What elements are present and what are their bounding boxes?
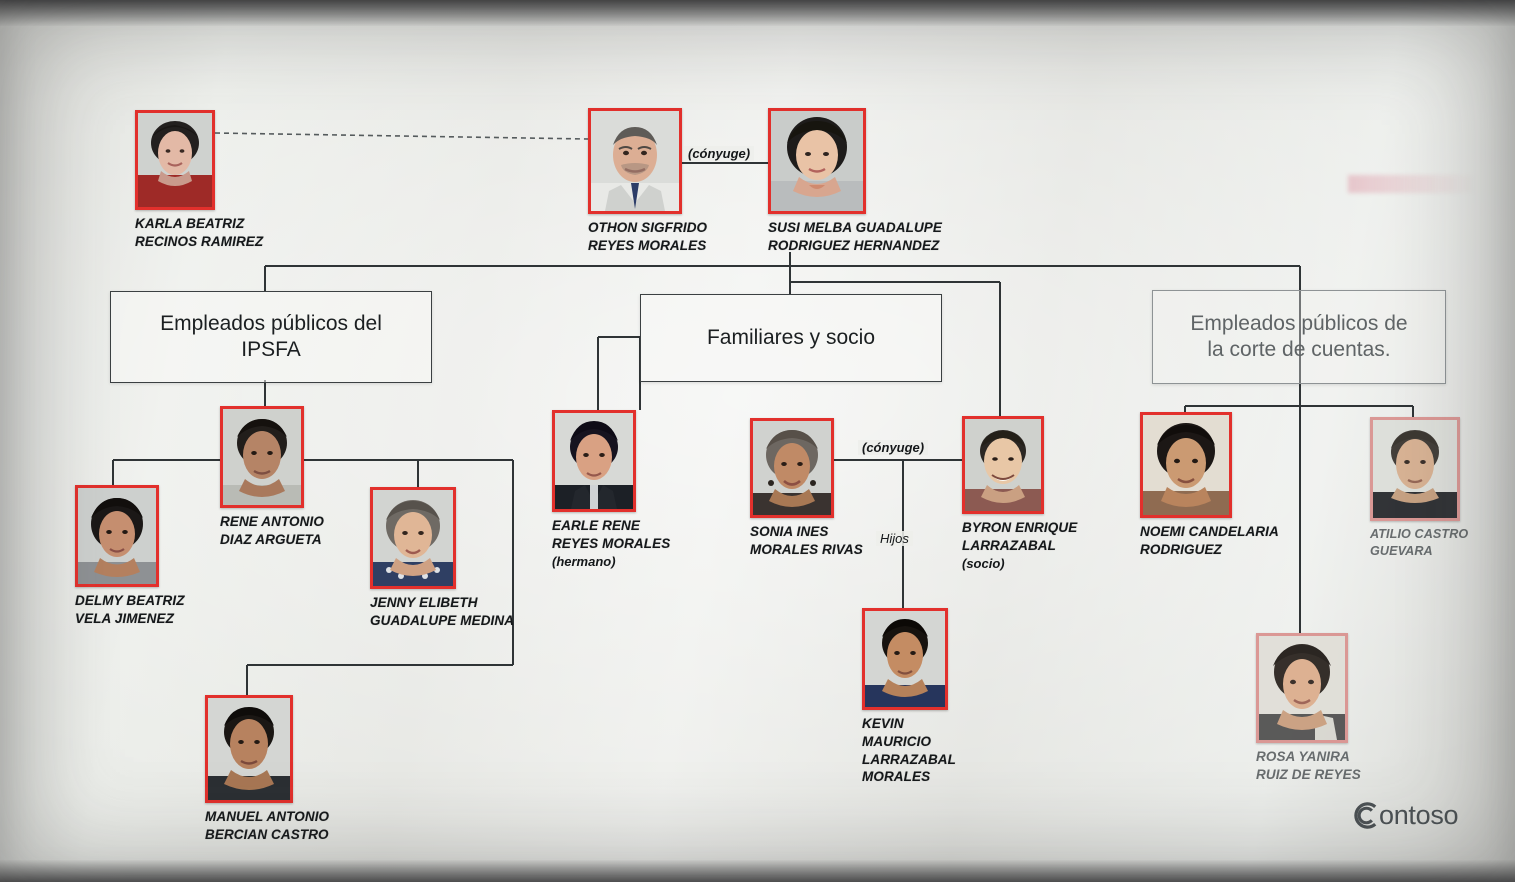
edge-label-conyuge-middle: (cónyuge) (858, 440, 929, 455)
avatar-delmy (75, 485, 159, 587)
person-node-karla[interactable]: KARLA BEATRIZ RECINOS RAMIREZ (135, 110, 335, 251)
edge-karla-othon (214, 132, 589, 140)
avatar-kevin (862, 608, 948, 710)
paper-smudge (1348, 175, 1478, 193)
person-name-kevin: KEVIN MAURICIO LARRAZABAL MORALES (862, 716, 956, 785)
portrait-byron (965, 419, 1041, 511)
portrait-delmy (78, 488, 156, 584)
person-name-othon: OTHON SIGFRIDO REYES MORALES (588, 220, 708, 253)
group-box-corte-de-cuentas-label: Empleados públicos de la corte de cuenta… (1190, 312, 1408, 361)
person-name-manuel: MANUEL ANTONIO BERCIAN CASTRO (205, 809, 330, 842)
group-box-familiares[interactable]: Familiares y socio (640, 294, 942, 382)
person-role-earle: (hermano) (552, 553, 616, 569)
person-node-noemi[interactable]: NOEMI CANDELARIA RODRIGUEZ (1140, 412, 1325, 559)
person-name-susi: SUSI MELBA GUADALUPE RODRIGUEZ HERNANDEZ (768, 220, 943, 253)
person-node-kevin[interactable]: KEVIN MAURICIO LARRAZABAL MORALES (862, 608, 1002, 786)
person-node-othon[interactable]: OTHON SIGFRIDO REYES MORALES (588, 108, 788, 255)
avatar-sonia (750, 418, 834, 518)
person-node-susi[interactable]: SUSI MELBA GUADALUPE RODRIGUEZ HERNANDEZ (768, 108, 978, 255)
portrait-kevin (865, 611, 945, 707)
person-name-sonia: SONIA INES MORALES RIVAS (750, 524, 863, 557)
portrait-sonia (753, 421, 831, 515)
avatar-rosa (1256, 633, 1348, 743)
person-node-rosa[interactable]: ROSA YANIRA RUIZ DE REYES (1256, 633, 1416, 784)
group-box-corte-de-cuentas[interactable]: Empleados públicos de la corte de cuenta… (1152, 290, 1446, 384)
edge-label-hijos: Hijos (876, 531, 913, 546)
person-node-rene[interactable]: RENE ANTONIO DIAZ ARGUETA (220, 406, 420, 549)
portrait-rene (223, 409, 301, 505)
person-node-earle[interactable]: EARLE RENE REYES MORALES (hermano) (552, 410, 727, 570)
person-node-atilio[interactable]: ATILIO CASTRO GUEVARA (1370, 417, 1515, 559)
broken-circle-c-icon (1352, 801, 1381, 830)
person-name-byron: BYRON ENRIQUE LARRAZABAL (962, 520, 1078, 553)
contoso-logo: ontoso (1352, 800, 1459, 831)
photo-edge-top (0, 0, 1515, 26)
person-name-rene: RENE ANTONIO DIAZ ARGUETA (220, 514, 324, 547)
avatar-karla (135, 110, 215, 210)
group-box-familiares-label: Familiares y socio (706, 326, 876, 350)
portrait-othon (591, 111, 679, 211)
person-name-rosa: ROSA YANIRA RUIZ DE REYES (1256, 749, 1361, 782)
person-node-manuel[interactable]: MANUEL ANTONIO BERCIAN CASTRO (205, 695, 405, 844)
avatar-othon (588, 108, 682, 214)
portrait-noemi (1143, 415, 1229, 515)
person-role-byron: (socio) (962, 555, 1005, 571)
portrait-manuel (208, 698, 290, 800)
avatar-byron (962, 416, 1044, 514)
portrait-earle (555, 413, 633, 509)
photo-edge-bottom (0, 860, 1515, 882)
person-name-atilio: ATILIO CASTRO GUEVARA (1370, 527, 1469, 558)
avatar-rene (220, 406, 304, 508)
person-name-karla: KARLA BEATRIZ RECINOS RAMIREZ (135, 216, 264, 249)
person-name-delmy: DELMY BEATRIZ VELA JIMENEZ (75, 593, 185, 626)
person-node-delmy[interactable]: DELMY BEATRIZ VELA JIMENEZ (75, 485, 255, 628)
avatar-manuel (205, 695, 293, 803)
avatar-noemi (1140, 412, 1232, 518)
person-node-byron[interactable]: BYRON ENRIQUE LARRAZABAL (socio) (962, 416, 1137, 572)
person-name-earle: EARLE RENE REYES MORALES (552, 518, 671, 551)
avatar-susi (768, 108, 866, 214)
avatar-earle (552, 410, 636, 512)
portrait-susi (771, 111, 863, 211)
person-node-sonia[interactable]: SONIA INES MORALES RIVAS (750, 418, 925, 559)
contoso-logo-text: ontoso (1379, 800, 1459, 830)
portrait-atilio (1373, 420, 1457, 518)
group-box-ipsfa[interactable]: Empleados públicos del IPSFA (110, 291, 432, 383)
portrait-karla (138, 113, 212, 207)
person-node-jenny[interactable]: JENNY ELIBETH GUADALUPE MEDINA (370, 487, 570, 630)
edge-label-conyuge-top: (cónyuge) (684, 146, 755, 161)
avatar-atilio (1370, 417, 1460, 521)
group-box-ipsfa-label: Empleados públicos del IPSFA (160, 312, 382, 361)
portrait-jenny (373, 490, 453, 586)
person-name-noemi: NOEMI CANDELARIA RODRIGUEZ (1140, 524, 1279, 557)
avatar-jenny (370, 487, 456, 589)
portrait-rosa (1259, 636, 1345, 740)
person-name-jenny: JENNY ELIBETH GUADALUPE MEDINA (370, 595, 515, 628)
